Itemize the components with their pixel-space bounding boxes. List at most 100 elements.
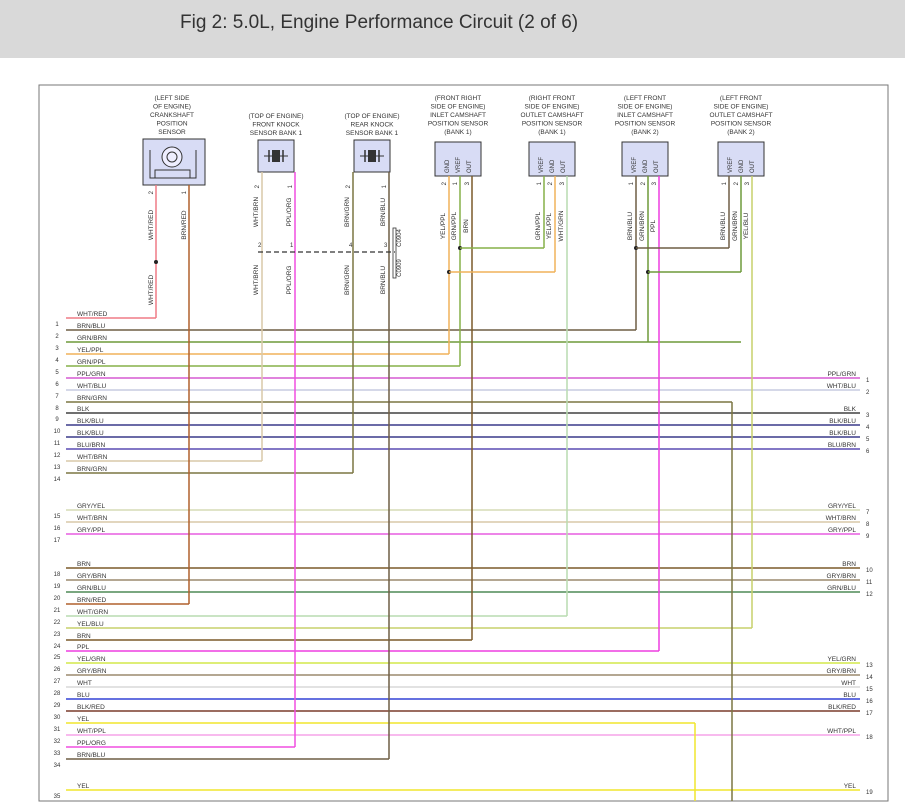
connector-c0904-label: C0904 <box>397 229 403 247</box>
right-wire-label: BLU <box>843 692 856 699</box>
right-pin-number: 17 <box>866 711 873 717</box>
cmp4-label: (BANK 2) <box>727 129 754 136</box>
crankshaft-sensor-icon-inner <box>166 151 178 163</box>
right-pin-number: 16 <box>866 699 873 705</box>
left-pin-number: 18 <box>54 572 61 578</box>
vertical-wire-label: WHT/BRN <box>253 197 260 228</box>
ks1-symbol-plate <box>272 150 280 162</box>
cmp3-label: POSITION SENSOR <box>615 121 676 128</box>
left-pin-number: 10 <box>54 429 61 435</box>
crankshaft-sensor-label: SENSOR <box>158 129 186 136</box>
left-pin-number: 32 <box>54 739 61 745</box>
left-wire-label: PPL/ORG <box>77 740 106 747</box>
cmp1-pin-name: OUT <box>467 160 473 173</box>
left-pin-number: 15 <box>54 514 61 520</box>
left-wire-label: GRY/PPL <box>77 527 105 534</box>
connector-pin: 1 <box>290 243 294 249</box>
pin-number: 2 <box>346 184 352 188</box>
left-wire-label: YEL <box>77 783 90 790</box>
right-wire-label: WHT/BLU <box>827 383 857 390</box>
ks2-label: (TOP OF ENGINE) <box>344 113 399 120</box>
cmp4-label: POSITION SENSOR <box>711 121 772 128</box>
vertical-wire-label: PPL/ORG <box>286 198 293 227</box>
pin-number: 1 <box>722 181 728 185</box>
right-wire-label: PPL/GRN <box>827 371 856 378</box>
cmp4-pin-name: OUT <box>750 160 756 173</box>
left-wire-label: WHT/PPL <box>77 728 106 735</box>
left-pin-number: 28 <box>54 691 61 697</box>
left-wire-label: BLK <box>77 406 90 413</box>
left-pin-number: 30 <box>54 715 61 721</box>
cmp1-pin-name: GND <box>445 159 451 173</box>
right-wire-label: BLK/BLU <box>829 430 856 437</box>
pin-number: 3 <box>652 181 658 185</box>
vertical-wire-label: PPL <box>650 219 657 232</box>
left-pin-number: 26 <box>54 667 61 673</box>
vertical-wire-label: WHT/RED <box>148 210 155 241</box>
left-pin-number: 23 <box>54 632 61 638</box>
cmp3-pin-name: GND <box>643 159 649 173</box>
left-wire-label: BLK/RED <box>77 704 105 711</box>
crankshaft-sensor-label: OF ENGINE) <box>153 104 191 111</box>
vertical-wire-label: BRN/BLU <box>627 212 634 240</box>
vertical-wire-label: PPL/ORG <box>286 266 293 295</box>
vertical-wire-label: GRN/PPL <box>535 211 542 240</box>
left-pin-number: 13 <box>54 465 61 471</box>
pin-number: 1 <box>537 181 543 185</box>
pin-number: 3 <box>465 181 471 185</box>
left-wire-label: PPL <box>77 644 90 651</box>
splice-dot <box>154 260 158 264</box>
vertical-wire-label: BRN/BLU <box>380 198 387 226</box>
left-pin-number: 17 <box>54 538 61 544</box>
right-wire-label: YEL <box>844 783 857 790</box>
vertical-wire-label: WHT/BRN <box>253 265 260 296</box>
vertical-wire-label: BRN/GRN <box>344 265 351 295</box>
left-pin-number: 5 <box>55 370 59 376</box>
left-pin-number: 7 <box>55 394 59 400</box>
connector-pin: 4 <box>349 243 353 249</box>
right-wire-label: GRN/BLU <box>827 585 856 592</box>
vertical-wire-label: BRN/BLU <box>380 266 387 294</box>
left-wire-label: WHT <box>77 680 92 687</box>
right-wire-label: BLK <box>844 406 857 413</box>
right-pin-number: 13 <box>866 663 873 669</box>
figure-title: Fig 2: 5.0L, Engine Performance Circuit … <box>180 12 579 33</box>
right-pin-number: 1 <box>866 378 870 384</box>
left-pin-number: 19 <box>54 584 61 590</box>
right-pin-number: 10 <box>866 568 873 574</box>
cmp4-label: (LEFT FRONT <box>720 95 762 102</box>
left-wire-label: BRN/GRN <box>77 466 107 473</box>
cmp3-label: SIDE OF ENGINE) <box>618 104 673 111</box>
cmp1-label: SIDE OF ENGINE) <box>431 104 486 111</box>
cmp3-pin-name: VREF <box>632 157 638 173</box>
vertical-wire-label: YEL/PPL <box>546 212 553 239</box>
left-wire-label: WHT/BLU <box>77 383 107 390</box>
right-pin-number: 12 <box>866 592 873 598</box>
pin-number: 2 <box>149 190 155 194</box>
left-wire-label: BRN <box>77 633 91 640</box>
right-pin-number: 4 <box>866 425 870 431</box>
left-pin-number: 34 <box>54 763 61 769</box>
cmp1-label: (BANK 1) <box>444 129 471 136</box>
right-pin-number: 6 <box>866 449 870 455</box>
cmp2-pin-name: VREF <box>539 157 545 173</box>
connector-pin: 3 <box>384 243 388 249</box>
left-wire-label: PPL/GRN <box>77 371 106 378</box>
vertical-wire-label: GRN/PPL <box>451 211 458 240</box>
left-pin-number: 33 <box>54 751 61 757</box>
left-wire-label: YEL/GRN <box>77 656 106 663</box>
vertical-wire-label: BRN/GRN <box>344 197 351 227</box>
pin-number: 2 <box>641 181 647 185</box>
ks1-label: FRONT KNOCK <box>252 122 300 129</box>
right-pin-number: 8 <box>866 522 870 528</box>
left-wire-label: GRN/BRN <box>77 335 107 342</box>
left-wire-label: GRN/BLU <box>77 585 106 592</box>
figure-header: Fig 2: 5.0L, Engine Performance Circuit … <box>0 0 905 58</box>
left-pin-number: 29 <box>54 703 61 709</box>
connector-pin: 2 <box>258 243 262 249</box>
left-wire-label: BLK/BLU <box>77 418 104 425</box>
left-wire-label: BLU/BRN <box>77 442 105 449</box>
left-wire-label: BRN/GRN <box>77 395 107 402</box>
left-pin-number: 4 <box>55 358 59 364</box>
left-pin-number: 22 <box>54 620 61 626</box>
